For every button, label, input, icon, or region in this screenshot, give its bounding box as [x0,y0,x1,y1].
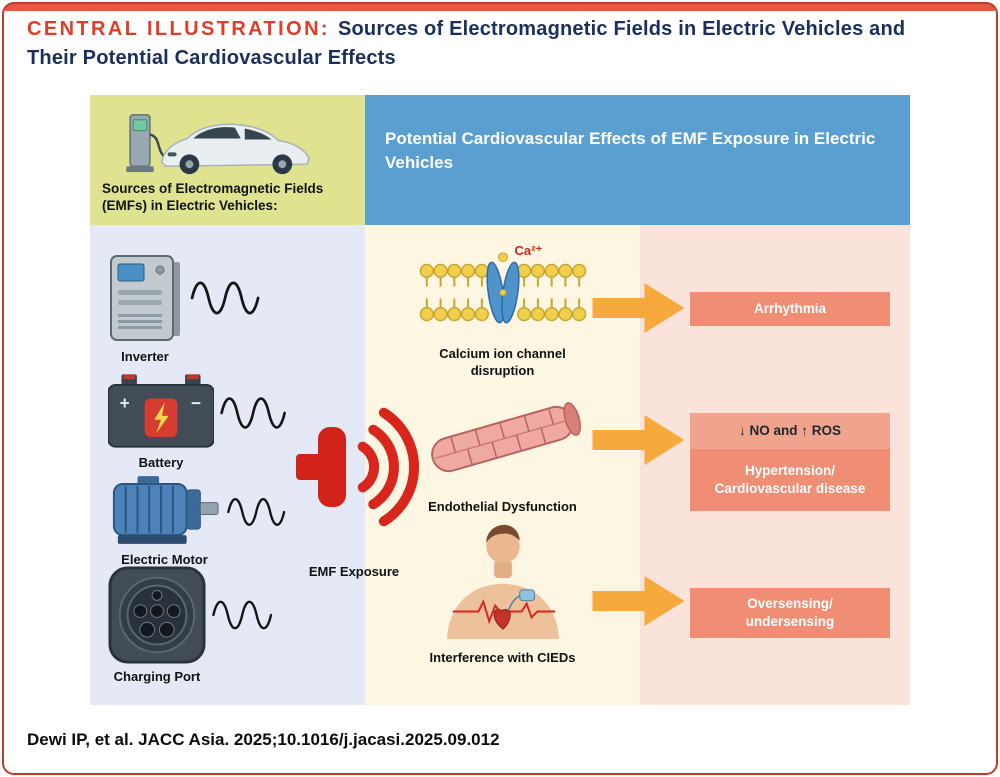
source-item-battery: + − Battery [108,374,289,470]
mechanism-cied-interference: Interference with CIEDs [365,521,640,667]
mechanism-calcium-channel: Ca²⁺ [365,243,640,380]
battery-icon: + − [108,374,214,448]
effects-panel-header: Potential Cardiovascular Effects of EMF … [365,95,910,225]
source-label: Electric Motor [121,552,208,567]
outcome-hypertension-group: ↓ NO and ↑ ROS Hypertension/ Cardiovascu… [690,413,890,511]
emf-wave-icon [227,498,286,526]
outcome-no-ros: ↓ NO and ↑ ROS [690,413,890,449]
figure-title: Sources of Electromagnetic Fields in Ele… [27,18,906,69]
emf-wave-icon [220,397,286,429]
mechanism-label: Endothelial Dysfunction [428,499,577,514]
flow-arrow-oversensing [592,576,685,626]
source-label: Inverter [121,349,169,364]
sources-panel-header: Sources of Electromagnetic Fields (EMFs)… [90,95,365,225]
outcome-label-line1: Oversensing/ [747,595,833,611]
emf-wave-icon [212,600,273,630]
blood-vessel-icon [430,402,581,473]
source-item-electric-motor: Electric Motor [108,476,288,567]
svg-text:+: + [120,393,130,413]
flow-arrow-hypertension [592,415,685,465]
source-item-charging-port: Charging Port [108,566,275,684]
svg-text:−: − [191,393,201,413]
mechanism-label: Interference with CIEDs [429,650,576,665]
mechanism-endothelial-dysfunction: Endothelial Dysfunction [365,390,640,516]
effects-panel-title: Potential Cardiovascular Effects of EMF … [385,129,876,172]
sources-panel-title: Sources of Electromagnetic Fields (EMFs)… [102,180,324,214]
emf-wave-icon [190,281,260,315]
emf-exposure-label: EMF Exposure [308,564,400,579]
source-item-inverter: Inverter [108,252,265,364]
electric-motor-icon [112,476,219,544]
ev-car-charging-icon [126,114,310,175]
outcome-label: ↓ NO and ↑ ROS [738,422,841,438]
outcome-arrhythmia: Arrhythmia [690,292,890,326]
citation: Dewi IP, et al. JACC Asia. 2025;10.1016/… [27,730,500,749]
outcome-hypertension: Hypertension/ Cardiovascular disease [690,449,890,511]
figure-title-block: CENTRAL ILLUSTRATION:Sources of Electrom… [27,15,911,73]
flow-arrow-arrhythmia [592,283,685,333]
outcome-oversensing: Oversensing/ undersensing [690,588,890,638]
outcome-label: Arrhythmia [753,300,826,316]
charging-port-icon [108,566,206,664]
source-label: Charging Port [113,669,201,684]
outcome-label-line2: Cardiovascular disease [714,481,866,496]
mechanism-label: Calcium ion channel disruption [439,346,566,378]
top-accent-bar [5,4,995,11]
calcium-ion-label: Ca²⁺ [514,243,543,258]
source-label: Battery [138,455,184,470]
outcome-label-line1: Hypertension/ [744,462,836,478]
central-illustration-label: CENTRAL ILLUSTRATION: [27,18,330,40]
patient-cied-icon [446,524,559,639]
emf-emitter-icon [296,407,420,527]
calcium-channel-icon [419,252,586,324]
inverter-icon [110,255,180,341]
outcome-label-line2: undersensing [745,614,835,629]
